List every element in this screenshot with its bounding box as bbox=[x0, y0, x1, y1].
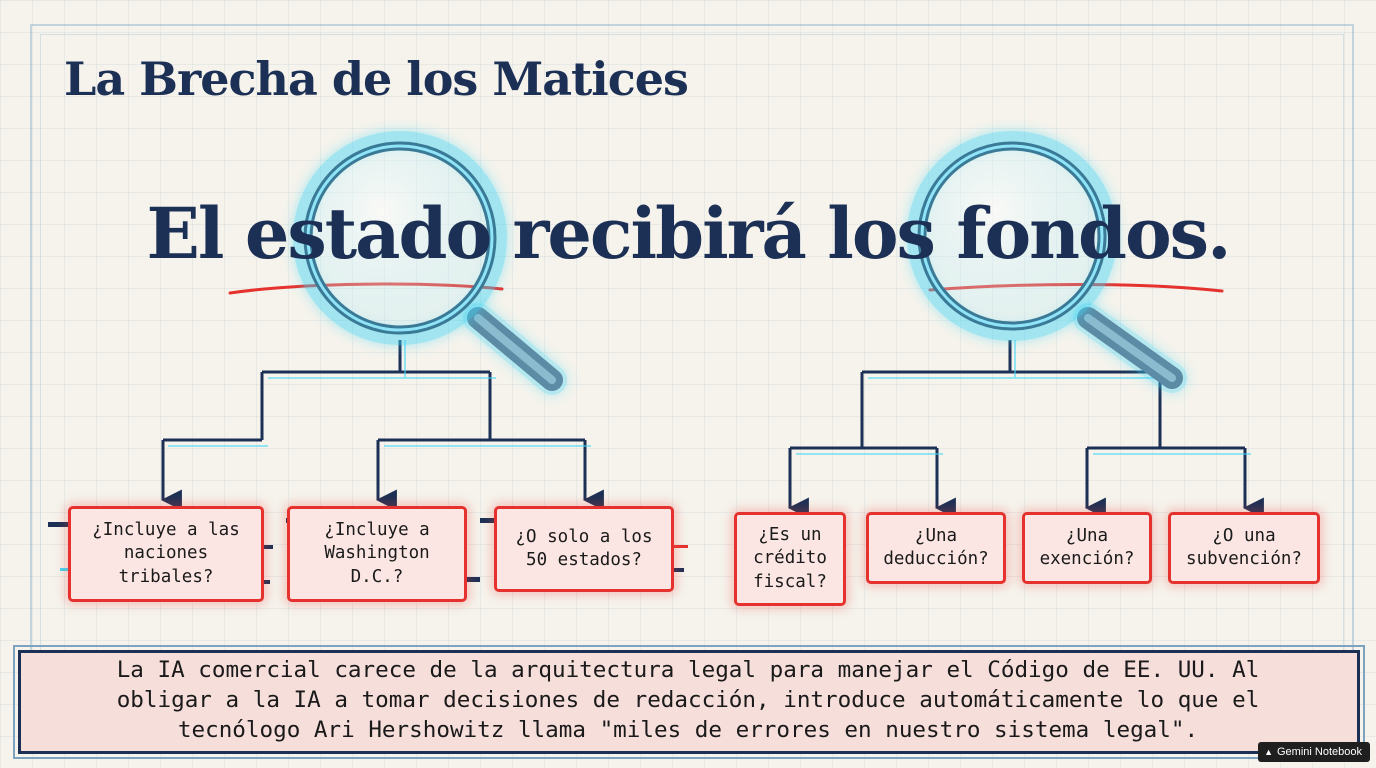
question-box-exemption: ¿Una exención? bbox=[1022, 512, 1152, 584]
question-line: deducción? bbox=[883, 549, 989, 569]
question-line: fiscal? bbox=[753, 571, 827, 592]
question-line: D.C.? bbox=[350, 566, 404, 587]
left-tree-glow bbox=[168, 340, 591, 447]
right-tree-connectors bbox=[787, 340, 1264, 519]
question-line: ¿Incluye a bbox=[324, 520, 430, 541]
question-line: 50 estados? bbox=[526, 550, 642, 570]
question-line: ¿Una bbox=[914, 525, 958, 546]
explanation-text: La IA comercial carece de la arquitectur… bbox=[62, 655, 1314, 745]
left-tree-connectors bbox=[160, 340, 604, 511]
question-line: ¿O una bbox=[1212, 525, 1276, 546]
question-line: tribales? bbox=[118, 566, 214, 587]
question-line: exención? bbox=[1039, 549, 1135, 569]
question-line: ¿Incluye a las bbox=[92, 520, 240, 541]
question-box-grant: ¿O una subvención? bbox=[1168, 512, 1320, 584]
question-box-tax-credit: ¿Es un crédito fiscal? bbox=[734, 512, 846, 606]
badge-label: Gemini Notebook bbox=[1277, 746, 1362, 758]
question-line: ¿Una bbox=[1065, 525, 1109, 546]
question-line: crédito bbox=[753, 548, 827, 569]
question-line: Washington bbox=[324, 543, 430, 564]
question-box-50-states: ¿O solo a los 50 estados? bbox=[494, 506, 674, 592]
explanation-line: tecnólogo Ari Hershowitz llama "miles de… bbox=[177, 717, 1199, 743]
explanation-line: obligar a la IA a tomar decisiones de re… bbox=[116, 687, 1260, 713]
explanation-panel bbox=[13, 645, 1365, 759]
right-tree-glow bbox=[796, 340, 1251, 455]
question-line: ¿O solo a los bbox=[515, 526, 653, 547]
explanation-line: La IA comercial carece de la arquitectur… bbox=[116, 657, 1260, 683]
question-box-washington-dc: ¿Incluye a Washington D.C.? bbox=[287, 506, 467, 602]
notebook-icon: ▲ bbox=[1264, 747, 1273, 757]
magnifier-icon-left bbox=[293, 131, 567, 395]
magnifier-icon-right bbox=[907, 131, 1187, 393]
question-line: subvención? bbox=[1186, 549, 1302, 569]
diagram-connectors bbox=[48, 131, 1264, 584]
question-line: ¿Es un bbox=[758, 525, 822, 546]
gemini-notebook-badge: ▲ Gemini Notebook bbox=[1258, 742, 1370, 762]
question-line: naciones bbox=[123, 543, 209, 564]
question-box-deduction: ¿Una deducción? bbox=[866, 512, 1006, 584]
headline-sentence: El estado recibirá los fondos. bbox=[146, 192, 1232, 275]
question-box-tribal-nations: ¿Incluye a las naciones tribales? bbox=[68, 506, 264, 602]
slide-title: La Brecha de los Matices bbox=[64, 52, 689, 106]
